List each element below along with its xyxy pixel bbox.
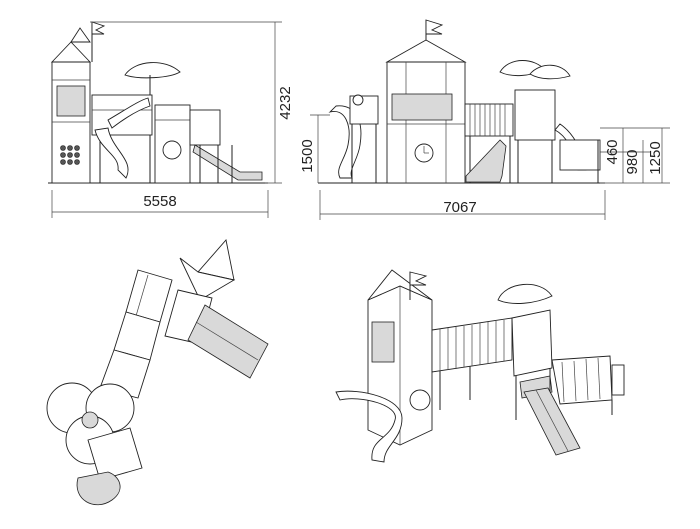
dim-side-height-1500: 1500 <box>299 139 316 172</box>
perspective-climber <box>561 357 601 403</box>
dim-front-width: 5558 <box>143 193 176 210</box>
front-panel-dots <box>60 145 80 165</box>
bridge-railing <box>469 104 506 136</box>
front-elevation <box>48 21 282 218</box>
perspective-railing <box>439 320 505 371</box>
dim-side-height-980: 980 <box>624 149 641 174</box>
dim-side-height-1250: 1250 <box>647 141 664 174</box>
plan-view <box>46 239 269 505</box>
dim-side-width: 7067 <box>443 199 476 216</box>
perspective-view <box>335 269 625 463</box>
dim-front-height: 4232 <box>277 86 294 119</box>
side-elevation <box>310 19 670 220</box>
dim-side-height-460: 460 <box>604 139 621 164</box>
